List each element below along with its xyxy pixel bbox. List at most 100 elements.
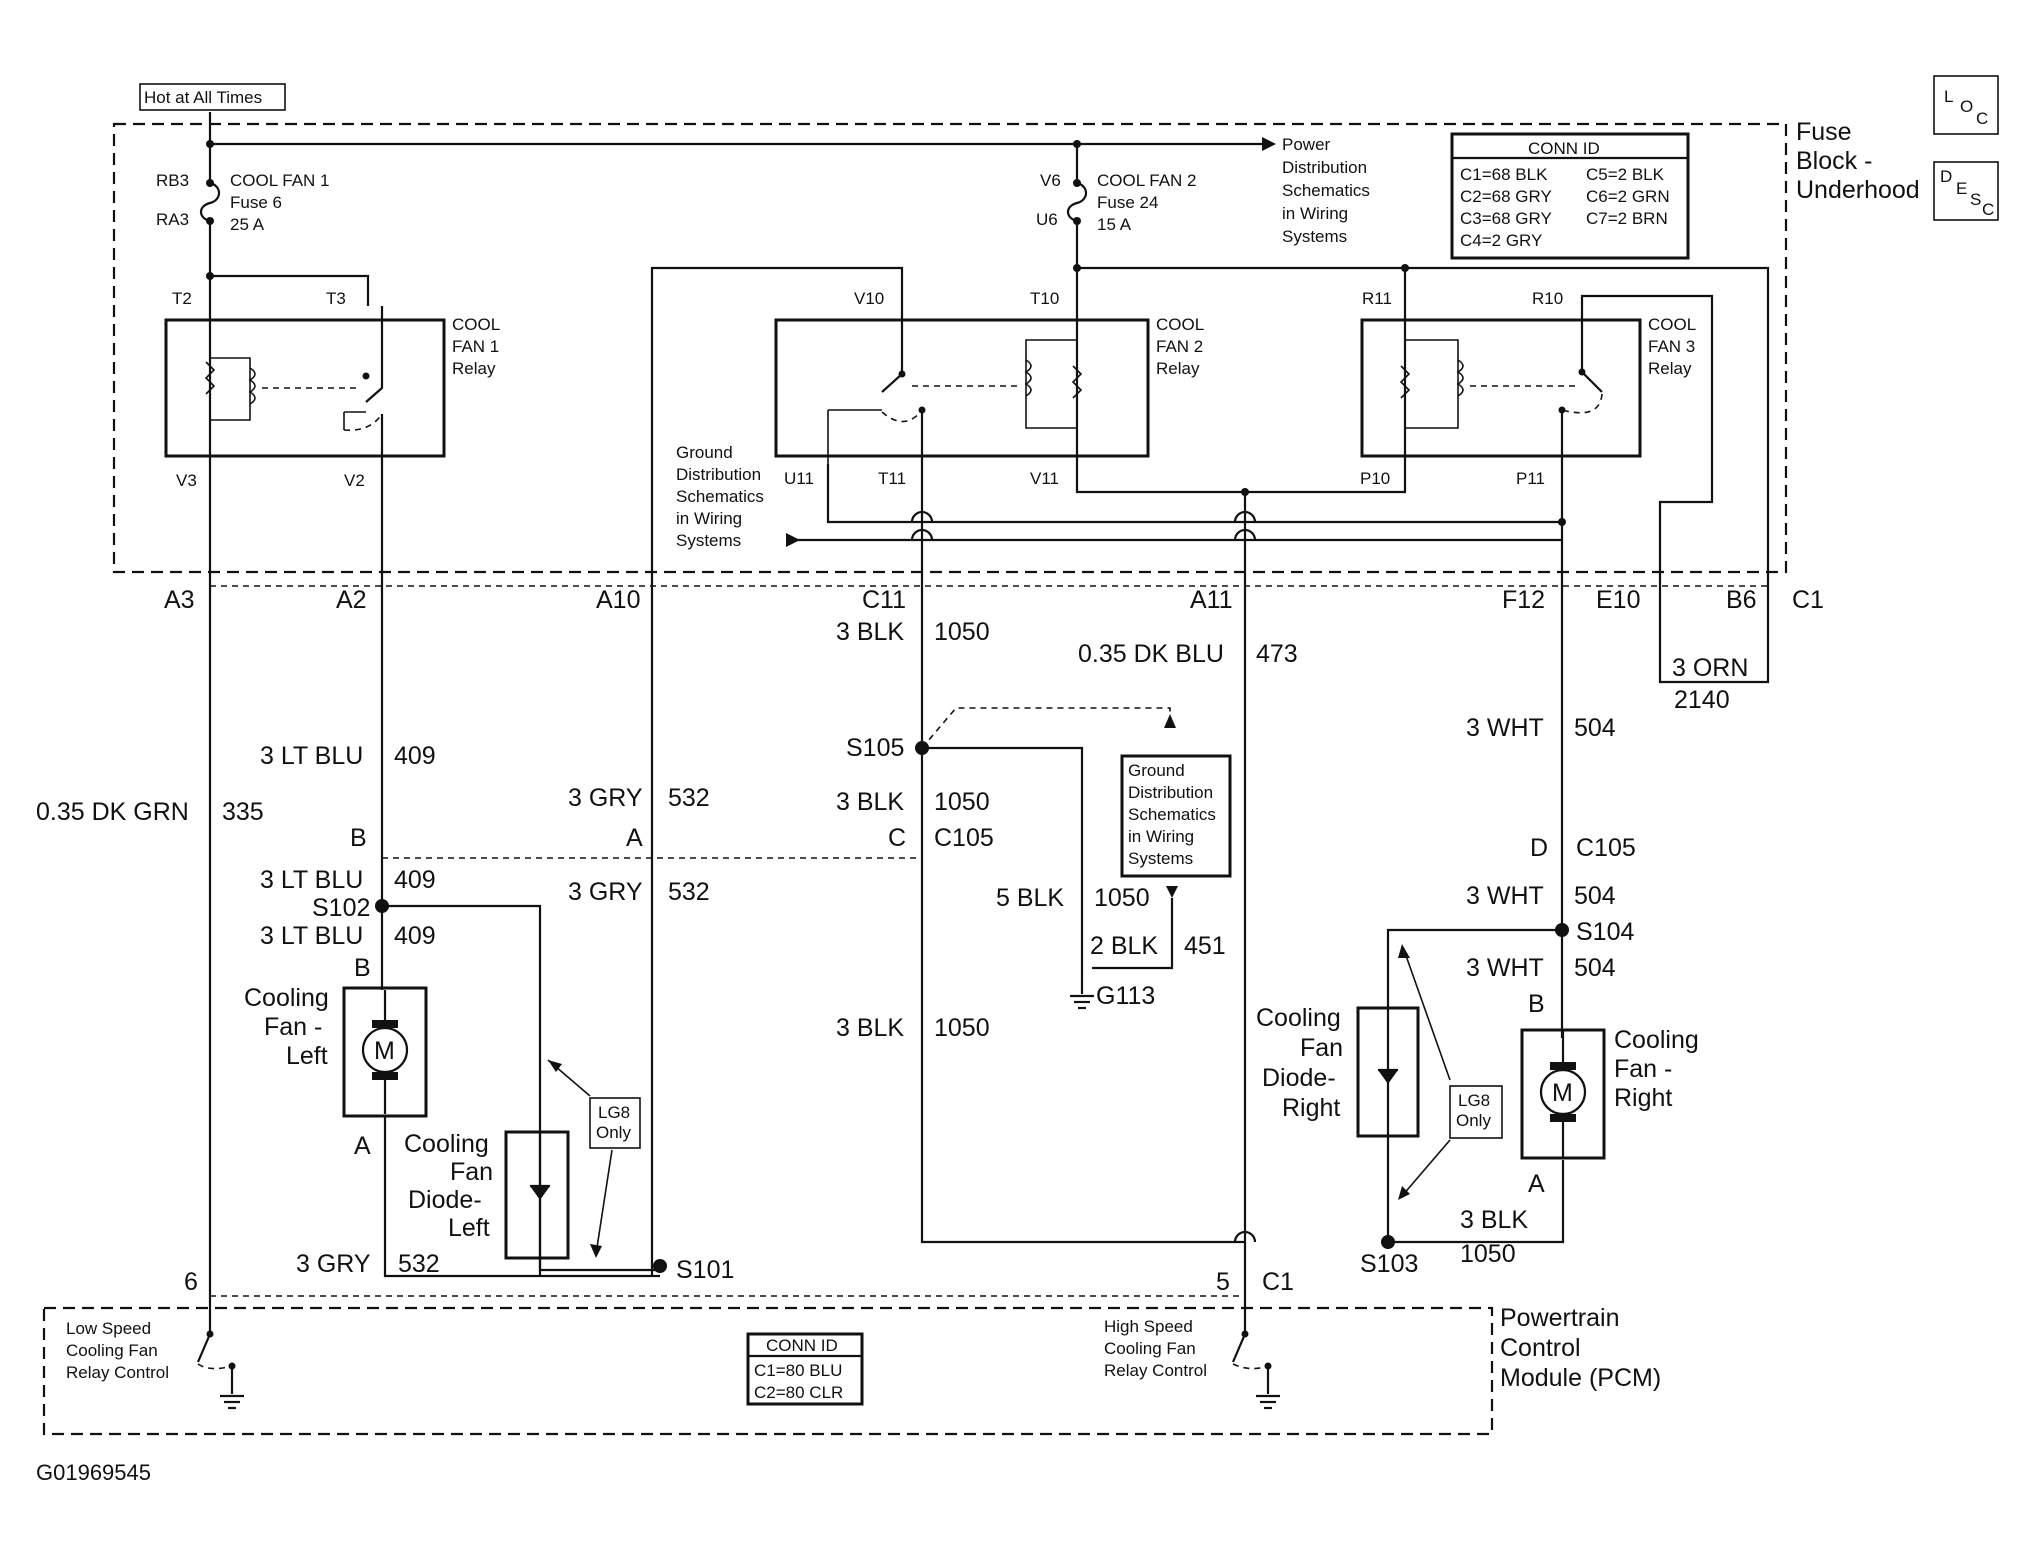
svg-text:V2: V2 [344, 471, 365, 490]
ground-ref-text: Ground Distribution Schematics in Wiring… [676, 443, 764, 550]
svg-text:Relay: Relay [1648, 359, 1692, 378]
svg-text:O: O [1960, 97, 1973, 116]
svg-text:532: 532 [668, 784, 710, 812]
cavity-labels: A3 A2 A10 C11 A11 F12 E10 B6 C1 [164, 586, 1824, 614]
main-wires [208, 570, 1770, 1296]
svg-text:in Wiring: in Wiring [1128, 827, 1194, 846]
desc-icon[interactable]: D E S C [1933, 161, 1999, 221]
c105-left-labels: B A C C105 [350, 824, 994, 852]
svg-text:Underhood: Underhood [1796, 176, 1920, 204]
svg-text:COOL: COOL [452, 315, 500, 334]
ground-g113: G113 [1070, 980, 1155, 1010]
svg-text:C3=68 GRY: C3=68 GRY [1460, 209, 1552, 228]
pcm-outline [42, 1306, 1494, 1436]
svg-text:15 A: 15 A [1097, 215, 1132, 234]
svg-text:Powertrain: Powertrain [1500, 1304, 1620, 1332]
svg-text:Distribution: Distribution [1128, 783, 1213, 802]
svg-text:3 BLK: 3 BLK [836, 618, 904, 646]
fuse-block-outline [112, 122, 1788, 574]
svg-text:CONN ID: CONN ID [766, 1336, 838, 1355]
svg-text:Ground: Ground [1128, 761, 1185, 780]
svg-text:Relay Control: Relay Control [66, 1363, 169, 1382]
svg-text:Cooling Fan: Cooling Fan [1104, 1339, 1196, 1358]
pcm-low-speed-control: Low Speed Cooling Fan Relay Control [66, 1296, 244, 1410]
svg-text:5 BLK: 5 BLK [996, 884, 1064, 912]
svg-text:R10: R10 [1532, 289, 1563, 308]
svg-text:S103: S103 [1360, 1250, 1418, 1278]
wire-labels-left-fan: 3 LT BLU 409 3 LT BLU 409 3 GRY 532 3 GR… [260, 866, 710, 1278]
wire-labels-g113: 3 BLK 1050 5 BLK 1050 2 BLK 451 3 BLK 10… [836, 788, 1226, 1042]
svg-text:COOL: COOL [1156, 315, 1204, 334]
hot-label-box [139, 83, 286, 111]
pcm-title: Powertrain Control Module (PCM) [1500, 1304, 1661, 1392]
relay-1: T2 T3 V3 V2 COOL FAN 1 Relay [164, 272, 500, 588]
svg-text:C1=80 BLU: C1=80 BLU [754, 1361, 842, 1380]
svg-text:Distribution: Distribution [1282, 158, 1367, 177]
svg-text:M: M [374, 1037, 395, 1065]
svg-text:COOL FAN 2: COOL FAN 2 [1097, 171, 1197, 190]
splice-s101: S101 [653, 1256, 734, 1284]
svg-text:335: 335 [222, 798, 264, 826]
wire-labels: 0.35 DK GRN 335 3 LT BLU 409 3 GRY 532 3… [36, 618, 1748, 826]
svg-text:3 BLK: 3 BLK [836, 788, 904, 816]
wire-labels-right-fan: 3 WHT 504 3 WHT 504 3 BLK 1050 [1460, 882, 1616, 1268]
svg-text:FAN 2: FAN 2 [1156, 337, 1203, 356]
svg-text:U11: U11 [784, 469, 814, 488]
svg-text:E10: E10 [1596, 586, 1640, 614]
svg-text:1050: 1050 [934, 618, 990, 646]
svg-text:U6: U6 [1036, 210, 1058, 229]
svg-text:Schematics: Schematics [676, 487, 764, 506]
svg-text:25 A: 25 A [230, 215, 265, 234]
svg-text:Module (PCM): Module (PCM) [1500, 1364, 1661, 1392]
svg-text:A: A [626, 824, 643, 852]
svg-text:3 LT BLU: 3 LT BLU [260, 922, 363, 950]
fan-left-motor: B M Cooling Fan - Left A [244, 954, 660, 1278]
fuse-block-internal-wiring [786, 464, 1566, 588]
svg-text:Fuse: Fuse [1796, 118, 1852, 146]
svg-text:Schematics: Schematics [1282, 181, 1370, 200]
svg-text:504: 504 [1574, 954, 1616, 982]
svg-text:T10: T10 [1030, 289, 1059, 308]
svg-text:409: 409 [394, 866, 436, 894]
svg-text:Diode-: Diode- [408, 1186, 482, 1214]
svg-text:T2: T2 [172, 289, 192, 308]
svg-text:RB3: RB3 [156, 171, 189, 190]
svg-text:532: 532 [398, 1250, 440, 1278]
svg-text:S102: S102 [312, 894, 370, 922]
power-arrow [1262, 137, 1276, 151]
svg-text:Ground: Ground [676, 443, 733, 462]
svg-text:Cooling Fan: Cooling Fan [66, 1341, 158, 1360]
svg-text:Diode-: Diode- [1262, 1064, 1336, 1092]
svg-text:3 WHT: 3 WHT [1466, 882, 1544, 910]
svg-text:COOL: COOL [1648, 315, 1696, 334]
svg-text:G113: G113 [1096, 982, 1155, 1010]
svg-text:Fan: Fan [1300, 1034, 1343, 1062]
svg-text:Systems: Systems [676, 531, 741, 550]
svg-text:Schematics: Schematics [1128, 805, 1216, 824]
svg-text:C7=2 BRN: C7=2 BRN [1586, 209, 1668, 228]
svg-text:E: E [1956, 179, 1967, 198]
svg-text:V11: V11 [1030, 469, 1059, 488]
svg-text:F12: F12 [1502, 586, 1545, 614]
svg-text:C1: C1 [1262, 1268, 1294, 1296]
svg-text:C: C [1976, 109, 1988, 128]
svg-text:A10: A10 [596, 586, 640, 614]
splice-s104: S104 [1386, 918, 1634, 1242]
svg-text:Left: Left [286, 1042, 328, 1070]
svg-text:Cooling: Cooling [404, 1130, 489, 1158]
svg-text:S101: S101 [676, 1256, 734, 1284]
svg-text:3 GRY: 3 GRY [296, 1250, 371, 1278]
svg-text:6: 6 [184, 1268, 198, 1296]
fuse-block-conn-id: CONN ID C1=68 BLK C2=68 GRY C3=68 GRY C4… [1450, 132, 1690, 260]
svg-text:0.35 DK BLU: 0.35 DK BLU [1078, 640, 1224, 668]
svg-text:A11: A11 [1190, 586, 1233, 614]
relay-2: V10 T10 U11 T11 V11 COOL FAN 2 Relay [650, 264, 1770, 570]
loc-icon[interactable]: L O C [1933, 75, 1999, 135]
svg-text:C1: C1 [1792, 586, 1824, 614]
relay-3: R11 R10 P10 P11 COOL FAN 3 Relay [1360, 264, 1714, 570]
svg-text:504: 504 [1574, 882, 1616, 910]
svg-text:504: 504 [1574, 714, 1616, 742]
figure-id: G01969545 [36, 1460, 151, 1485]
fan-right-motor: B M Cooling Fan - Right A [1388, 990, 1699, 1244]
svg-text:in Wiring: in Wiring [676, 509, 742, 528]
